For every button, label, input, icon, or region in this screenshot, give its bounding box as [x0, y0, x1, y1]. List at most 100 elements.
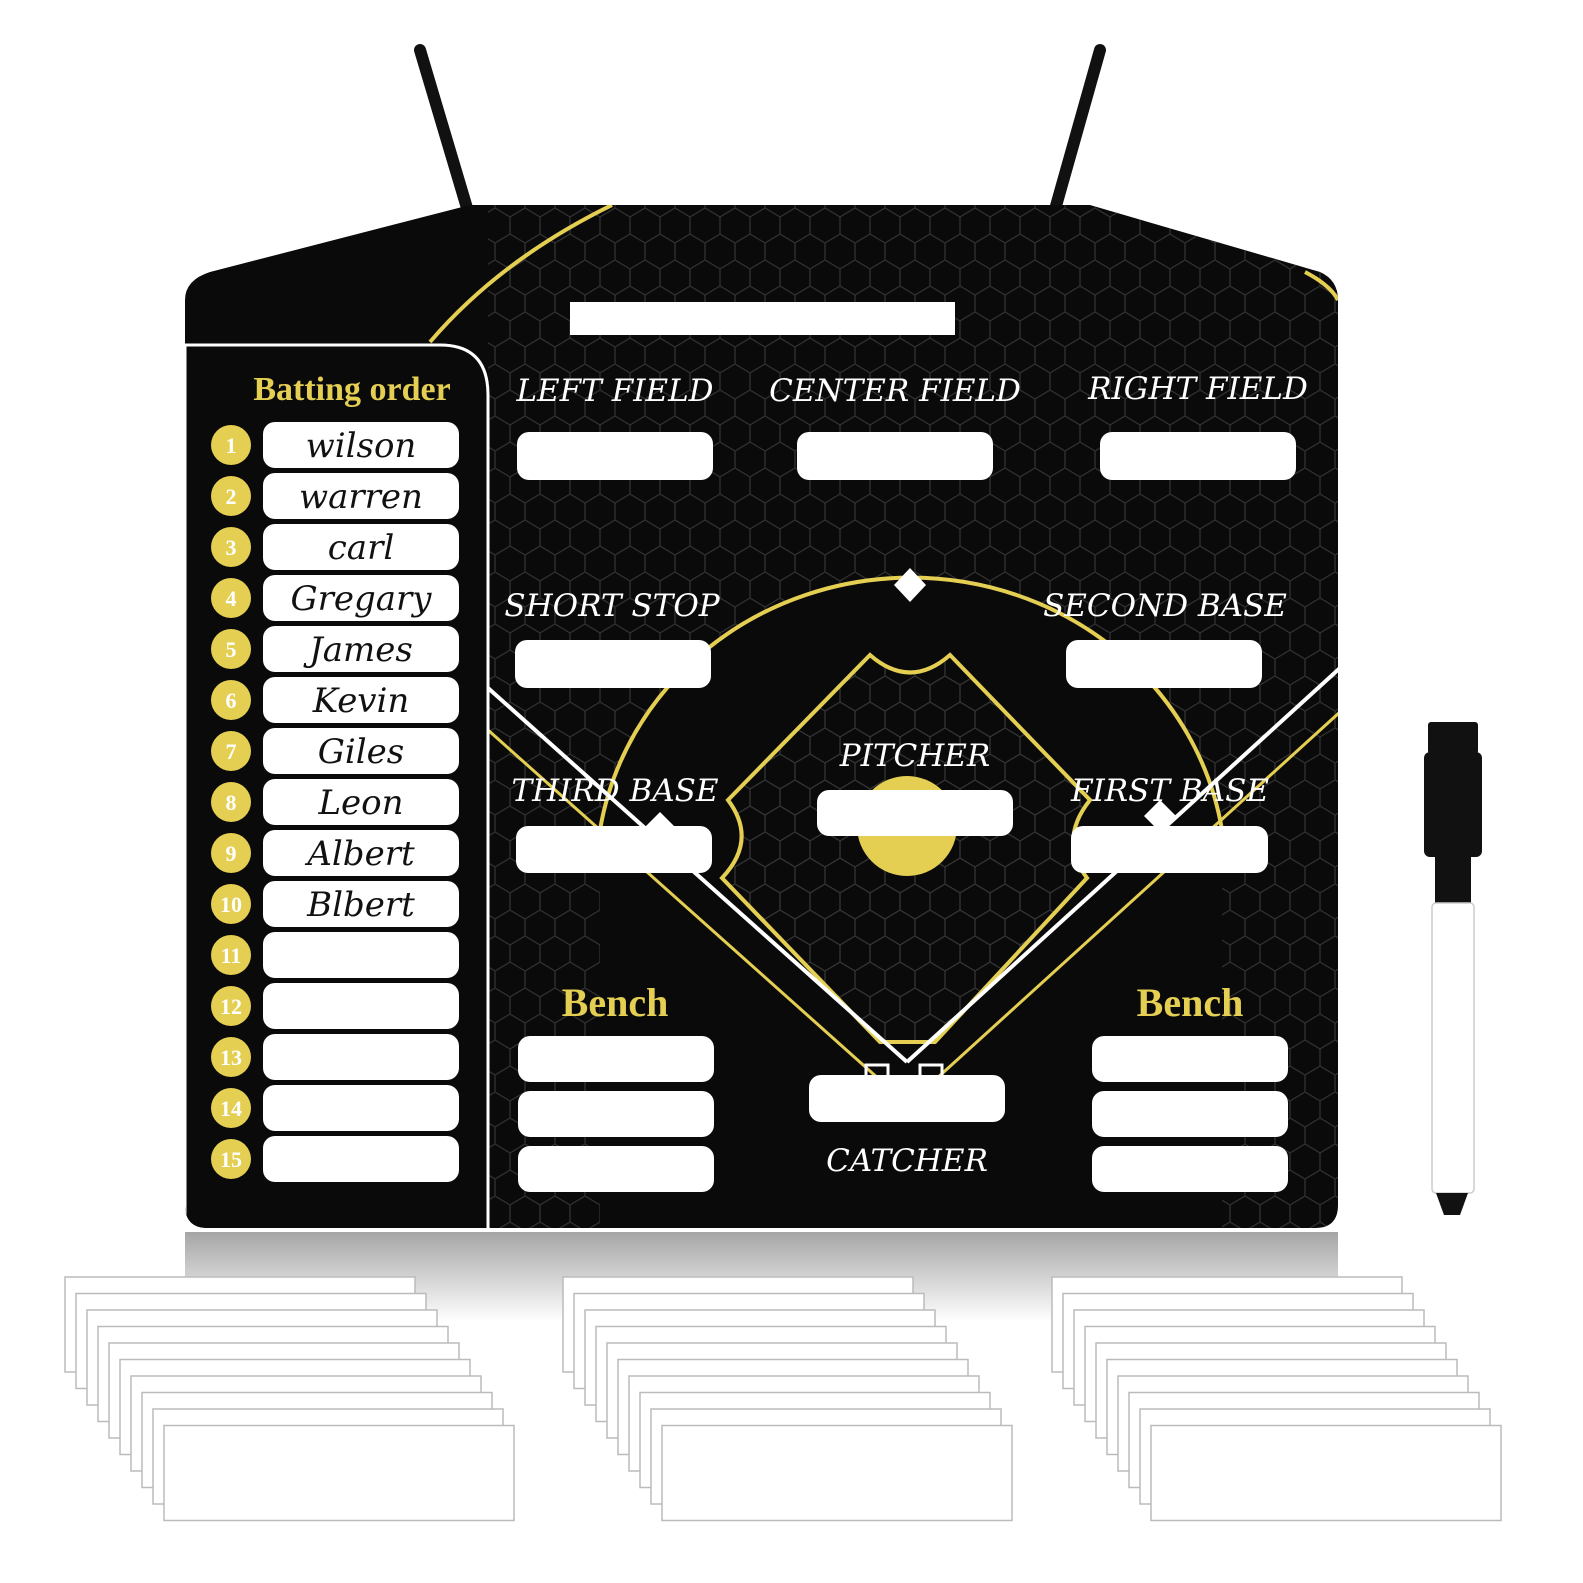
bench-left-slots [518, 1036, 714, 1192]
order-number: 10 [220, 892, 242, 917]
player-name-slot[interactable] [263, 830, 459, 876]
order-number: 6 [226, 688, 237, 713]
player-name-slot[interactable] [263, 626, 459, 672]
first-base-icon [1144, 800, 1176, 832]
short-stop-label: SHORT STOP [504, 588, 720, 624]
order-number-badge [211, 425, 251, 465]
player-name-slot[interactable] [263, 779, 459, 825]
order-number: 8 [226, 790, 237, 815]
short-stop-slot[interactable] [515, 640, 711, 688]
pitcher-slot[interactable] [817, 790, 1013, 836]
order-number: 11 [221, 943, 242, 968]
strip-stack [562, 1276, 1013, 1522]
right-field-slot[interactable] [1100, 432, 1296, 480]
batting-order-row: 9 Albert [211, 830, 459, 876]
player-name-slot[interactable] [263, 1085, 459, 1131]
batting-order-row: 13 [211, 1034, 459, 1080]
bench-slot[interactable] [518, 1036, 714, 1082]
player-name: Gregary [290, 579, 432, 619]
player-name-slot[interactable] [263, 422, 459, 468]
bench-slot[interactable] [1092, 1091, 1288, 1137]
player-name-slot[interactable] [263, 983, 459, 1029]
batting-order-row: 10 Blbert [211, 881, 459, 927]
center-field-slot[interactable] [797, 432, 993, 480]
order-number: 1 [226, 433, 237, 458]
batting-order-row: 14 [211, 1085, 459, 1131]
batting-order-row: 15 [211, 1136, 459, 1182]
third-base-label: THIRD BASE [511, 773, 718, 809]
bench-slot[interactable] [1092, 1036, 1288, 1082]
first-base-slot[interactable] [1071, 826, 1268, 873]
left-field-label: LEFT FIELD [515, 373, 713, 409]
batting-order-row: 5 James [211, 626, 459, 672]
magnetic-strip[interactable] [661, 1424, 1013, 1522]
player-name: James [303, 630, 413, 670]
order-number-badge [211, 680, 251, 720]
batting-order-row: 12 [211, 983, 459, 1029]
strip-stack [64, 1276, 515, 1522]
order-number: 15 [220, 1147, 242, 1172]
dry-erase-marker-icon [1424, 722, 1482, 1215]
order-number: 2 [226, 484, 237, 509]
strip-stack [1051, 1276, 1502, 1522]
player-name: Leon [317, 783, 403, 823]
order-number-badge [211, 935, 251, 975]
second-base-icon [894, 568, 926, 602]
third-base-slot[interactable] [516, 826, 712, 873]
magnetic-strip[interactable] [163, 1424, 515, 1522]
team-name-slot[interactable] [570, 302, 955, 335]
player-name-slot[interactable] [263, 932, 459, 978]
player-name: Albert [304, 834, 415, 874]
bench-right-slots [1092, 1036, 1288, 1192]
order-number: 9 [226, 841, 237, 866]
bench-right-label: Bench [1137, 980, 1244, 1025]
batting-order-row: 2 warren [211, 473, 459, 519]
first-base-label: FIRST BASE [1070, 773, 1269, 809]
magnetic-name-strips [64, 1276, 1502, 1522]
left-field-slot[interactable] [517, 432, 713, 480]
order-number: 5 [226, 637, 237, 662]
order-number: 7 [226, 739, 237, 764]
order-number-badge [211, 578, 251, 618]
bench-slot[interactable] [518, 1146, 714, 1192]
player-name-slot[interactable] [263, 1034, 459, 1080]
bench-slot[interactable] [518, 1091, 714, 1137]
player-name-slot[interactable] [263, 1136, 459, 1182]
player-name-slot[interactable] [263, 575, 459, 621]
second-base-label: SECOND BASE [1043, 588, 1287, 624]
order-number: 14 [220, 1096, 242, 1121]
right-field-label: RIGHT FIELD [1087, 371, 1308, 407]
player-name-slot[interactable] [263, 728, 459, 774]
magnetic-strip[interactable] [1150, 1424, 1502, 1522]
batting-order-row: 6 Kevin [211, 677, 459, 723]
catcher-slot[interactable] [809, 1075, 1005, 1122]
second-base-slot[interactable] [1066, 640, 1262, 688]
player-name: warren [299, 477, 423, 517]
order-number-badge [211, 731, 251, 771]
player-name-slot[interactable] [263, 524, 459, 570]
order-number-badge [211, 1088, 251, 1128]
bench-left-label: Bench [562, 980, 669, 1025]
player-name: Kevin [312, 681, 410, 721]
order-number-badge [211, 986, 251, 1026]
bench-slot[interactable] [1092, 1146, 1288, 1192]
order-number-badge [211, 527, 251, 567]
order-number-badge [211, 833, 251, 873]
player-name: Blbert [306, 885, 415, 925]
player-name-slot[interactable] [263, 677, 459, 723]
player-name-slot[interactable] [263, 881, 459, 927]
batting-order-row: 8 Leon [211, 779, 459, 825]
order-number-badge [211, 629, 251, 669]
player-name-slot[interactable] [263, 473, 459, 519]
order-number-badge [211, 1139, 251, 1179]
pitcher-label: PITCHER [839, 738, 991, 774]
order-number-badge [211, 884, 251, 924]
order-number: 12 [220, 994, 242, 1019]
